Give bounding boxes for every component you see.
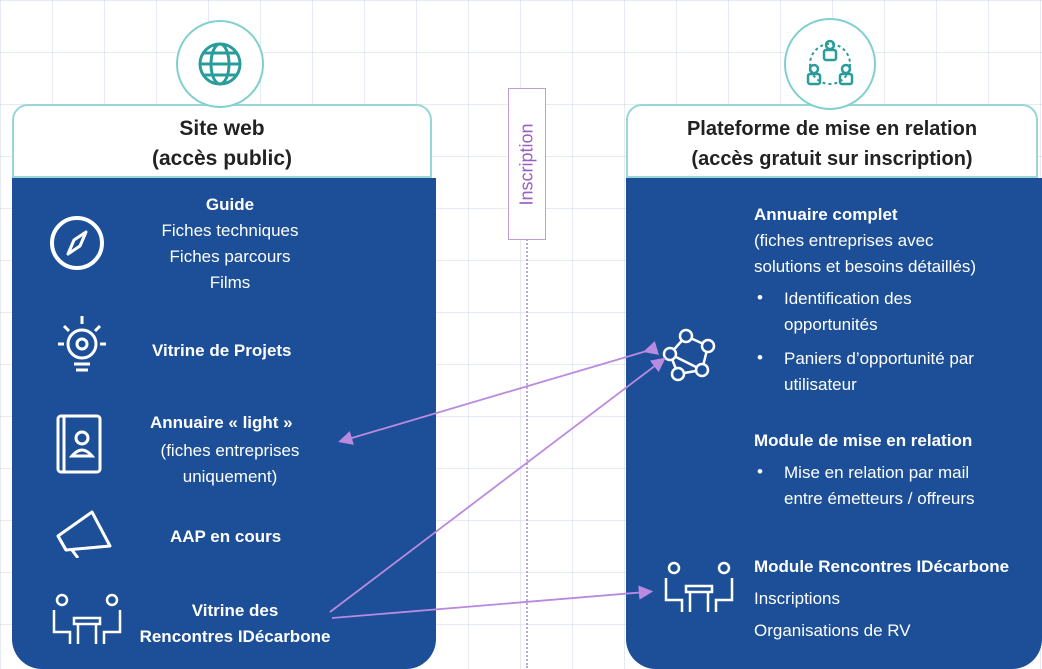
meeting-table-icon	[664, 561, 734, 612]
right-panel-header: Plateforme de mise en relation (accès gr…	[626, 104, 1038, 178]
vitrine-projets-label: Vitrine de Projets	[152, 341, 292, 360]
lightbulb-icon	[58, 316, 106, 372]
megaphone-icon	[56, 510, 112, 558]
contact-book-icon	[56, 414, 102, 474]
network-nodes-icon	[662, 328, 716, 382]
annuaire-light-line-2: uniquement)	[182, 467, 278, 486]
guide-title: Guide	[205, 195, 255, 214]
annuaire-complet-title: Annuaire complet	[754, 205, 898, 224]
module-rencontres-item-2: Organisations de RV	[754, 621, 911, 640]
annuaire-light-line-1: (fiches entreprises	[160, 441, 300, 460]
globe-icon	[198, 42, 242, 86]
inscription-label-box: Inscription	[508, 88, 546, 240]
annuaire-bullet-1-line-2: opportunités	[784, 315, 878, 334]
bullet-dot: •	[757, 348, 763, 367]
vitrine-rencontres-line-2: Rencontres IDécarbone	[139, 627, 331, 646]
left-panel-header: Site web (accès public)	[12, 104, 432, 178]
annuaire-bullet-1-line-1: Identification des	[784, 289, 912, 308]
annuaire-bullet-2-line-2: utilisateur	[784, 375, 857, 394]
module-rencontres-title: Module Rencontres IDécarbone	[754, 557, 1010, 576]
compass-icon	[50, 216, 104, 270]
module-relation-line-1: Mise en relation par mail	[784, 463, 970, 482]
globe-icon-badge	[176, 20, 264, 108]
right-panel-title: Plateforme de mise en relation	[686, 118, 978, 140]
connector-vitrine-to-annuaire	[329, 357, 666, 613]
bullet-dot: •	[757, 462, 763, 481]
connector-annuaire	[338, 341, 659, 445]
module-rencontres-item-1: Inscriptions	[754, 589, 840, 608]
meeting-table-icon	[52, 593, 122, 644]
annuaire-complet-line-1: (fiches entreprises avec	[754, 231, 934, 250]
left-panel-title: Site web	[179, 117, 265, 140]
aap-label: AAP en cours	[170, 527, 282, 546]
module-relation-title: Module de mise en relation	[754, 431, 973, 450]
guide-item-3: Films	[209, 273, 251, 292]
people-network-icon	[806, 39, 854, 86]
module-relation-line-2: entre émetteurs / offreurs	[784, 489, 975, 508]
guide-item-1: Fiches techniques	[161, 221, 299, 240]
vitrine-rencontres-line-1: Vitrine des	[191, 601, 279, 620]
left-panel-subtitle: (accès public)	[151, 147, 293, 170]
annuaire-complet-line-2: solutions et besoins détaillés)	[754, 257, 977, 276]
connector-vitrine-to-rencontres	[331, 585, 654, 619]
annuaire-light-title: Annuaire « light »	[150, 413, 293, 432]
guide-item-2: Fiches parcours	[169, 247, 291, 266]
annuaire-bullet-2-line-1: Paniers d’opportunité par	[784, 349, 974, 368]
right-panel-subtitle: (accès gratuit sur inscription)	[691, 148, 973, 170]
bullet-dot: •	[757, 288, 763, 307]
people-network-icon-badge	[784, 18, 876, 110]
